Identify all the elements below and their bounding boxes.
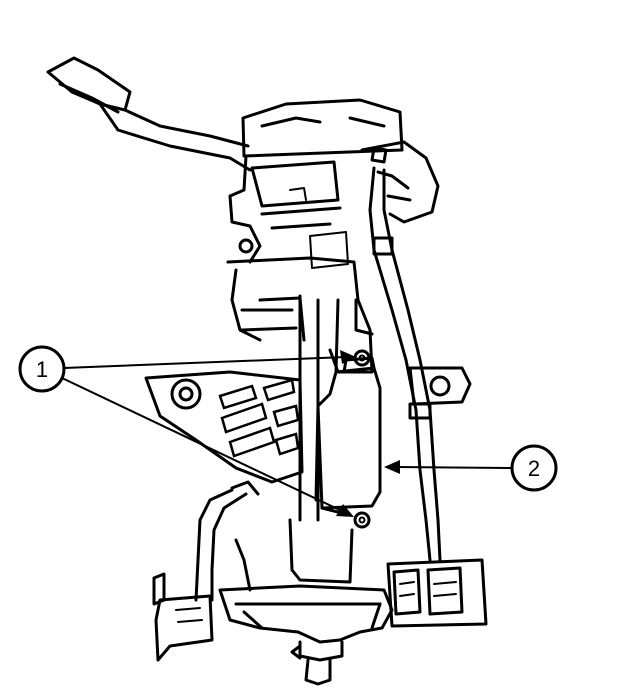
callout-1-circle	[18, 345, 66, 393]
column-top-housing	[228, 98, 404, 269]
callout-2-leader	[395, 466, 513, 469]
lower-screw	[353, 511, 371, 529]
control-module	[314, 356, 382, 514]
callout-1-leader-lower	[61, 377, 345, 513]
module-screws	[353, 349, 371, 529]
wire-harness	[360, 140, 442, 562]
callout-1-leader-upper	[63, 356, 347, 369]
right-lower-connectors	[386, 558, 488, 628]
callout-2-label: 2	[528, 456, 540, 481]
left-lower-wiring	[152, 480, 260, 662]
callout-1-arrowhead-upper	[340, 350, 356, 364]
mounting-bracket	[144, 370, 304, 484]
callout-1-arrowhead-lower	[336, 504, 354, 517]
right-mounting-ear	[408, 366, 472, 406]
callout-2-arrowhead	[384, 460, 400, 474]
switch-stalk	[46, 56, 252, 172]
callout-1-label: 1	[36, 357, 48, 382]
lower-shaft-assembly	[218, 584, 394, 686]
upper-screw	[353, 349, 371, 367]
callout-1: 1	[18, 345, 356, 517]
upper-bolt	[238, 238, 254, 254]
callout-2: 2	[384, 444, 558, 492]
